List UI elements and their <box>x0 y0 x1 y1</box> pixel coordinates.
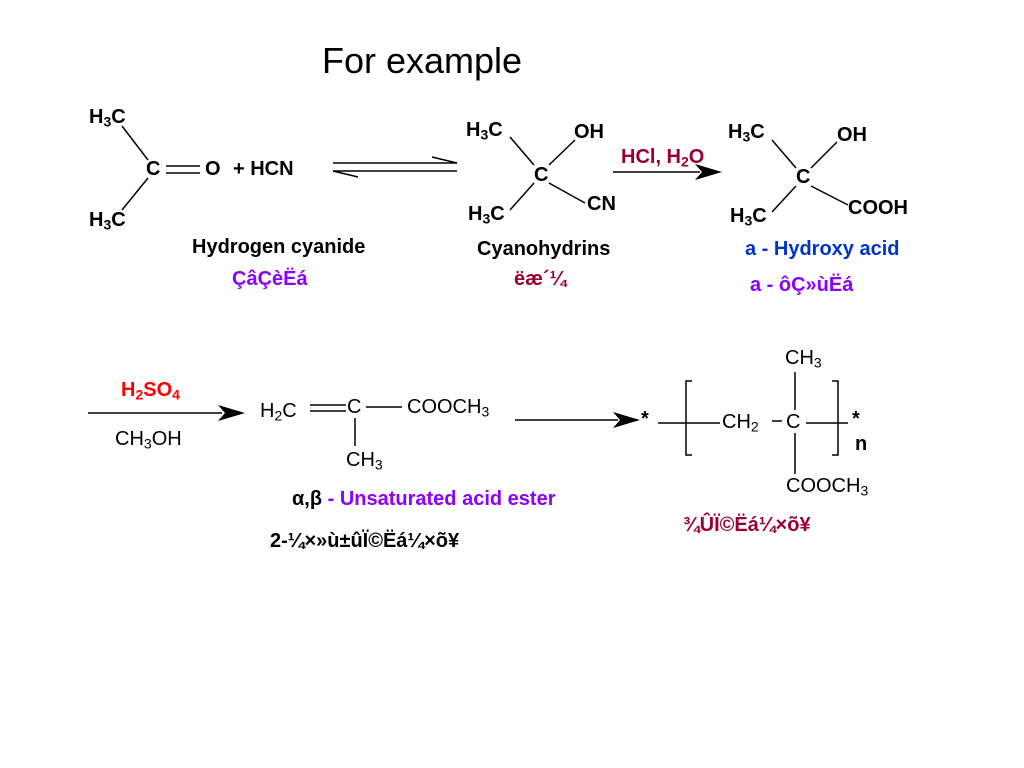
ester-ch3: CH3 <box>346 449 383 473</box>
esterification-arrow-head <box>218 405 245 421</box>
polymer-cooch3: COOCH3 <box>786 475 869 499</box>
hcn-label-garbled: ÇâÇèËá <box>232 268 308 290</box>
reagent-h2so4: H2SO4 <box>121 379 180 403</box>
acetone-ch3-top: H3C <box>89 106 126 130</box>
acetone-bond-bottom <box>121 177 149 211</box>
polymerization-arrow-head <box>613 412 640 428</box>
reagent-hcl-h2o: HCl, H2O <box>621 146 705 170</box>
hydroxy-acid-label-garbled: a - ôÇ»ùËá <box>750 274 854 296</box>
polymer-label-garbled: ¾ÛÏ©Ëá¼×õ¥ <box>683 514 811 536</box>
slide-title: For example <box>322 40 523 81</box>
cyanohydrin-ch3-bottom: H3C <box>468 203 505 227</box>
cyanohydrin-bond-ch3-bottom <box>509 182 535 211</box>
ester-label-text: - Unsaturated acid ester <box>322 488 556 510</box>
acid-ch3-top: H3C <box>728 121 765 145</box>
polymer-bracket-left <box>685 380 692 456</box>
acid-cooh: COOH <box>848 197 908 219</box>
acetone-oxygen: O <box>205 158 221 180</box>
equilibrium-forward-head <box>431 156 458 164</box>
cyanohydrin-cn: CN <box>587 193 616 215</box>
hydroxy-acid-label: a - Hydroxy acid <box>745 238 900 260</box>
equilibrium-reverse-head <box>332 170 359 178</box>
cyanohydrin-bond-oh <box>548 139 576 166</box>
acetone-ch3-bottom: H3C <box>89 209 126 233</box>
polymer-n: n <box>855 433 868 455</box>
polymer-bracket-right <box>832 380 839 456</box>
acid-oh: OH <box>837 124 867 146</box>
acid-carbon: C <box>796 166 811 188</box>
acid-bond-ch3-bottom <box>771 185 797 213</box>
acid-bond-ch3-top <box>771 139 797 169</box>
acid-ch3-bottom: H3C <box>730 205 767 229</box>
ester-label-greek: α,β <box>292 488 323 510</box>
ester-label: α,β - Unsaturated acid ester <box>292 488 555 511</box>
cyanohydrin-ch3-top: H3C <box>466 119 503 143</box>
plus-hcn: + HCN <box>233 158 294 180</box>
reagent-ch3oh: CH3OH <box>115 428 182 452</box>
acid-bond-cooh <box>810 185 849 206</box>
polymer-ch2: CH2 <box>722 411 759 435</box>
polymer-star-left: * <box>641 408 649 430</box>
polymer-ch3: CH3 <box>785 347 822 371</box>
cyanohydrin-bond-ch3-top <box>509 136 535 166</box>
polymer-star-right: * <box>852 408 860 430</box>
cyanohydrin-bond-cn <box>548 182 586 204</box>
ester-h2c: H2C <box>260 400 297 424</box>
ester-cooch3: COOCH3 <box>407 396 490 420</box>
acid-bond-oh <box>810 141 838 169</box>
hcn-label: Hydrogen cyanide <box>192 236 366 258</box>
hydrolysis-arrow-head <box>695 164 722 180</box>
cyanohydrin-label-garbled: ëæ´¼ <box>514 268 567 290</box>
cyanohydrin-carbon: C <box>534 164 549 186</box>
polymer-carbon: C <box>786 411 801 433</box>
ester-carbon: C <box>347 396 362 418</box>
ester-label-garbled: 2-¼×»ù±ûÏ©Ëá¼×õ¥ <box>270 530 460 552</box>
cyanohydrin-label: Cyanohydrins <box>477 238 611 260</box>
acetone-bond-top <box>121 125 149 161</box>
cyanohydrin-oh: OH <box>574 121 604 143</box>
acetone-carbon: C <box>146 158 161 180</box>
